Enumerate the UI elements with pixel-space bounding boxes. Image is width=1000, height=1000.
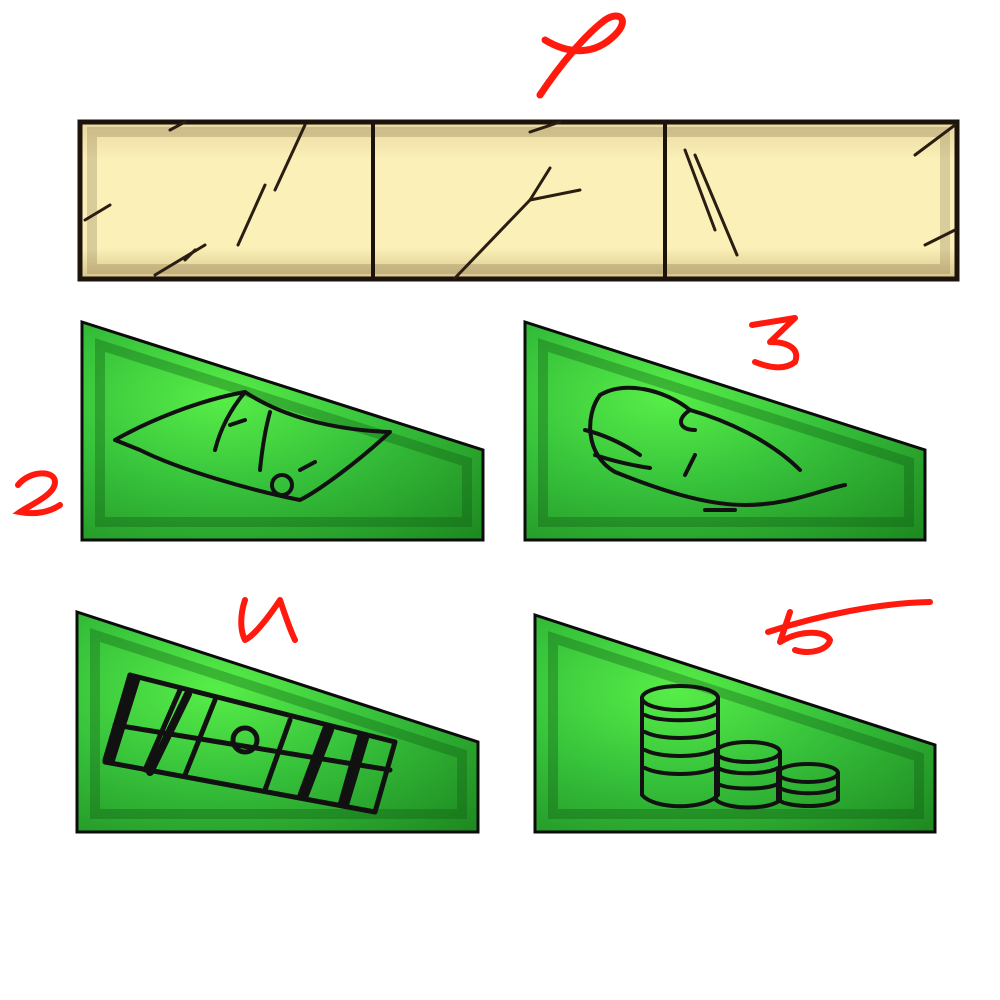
tile-coin-stacks xyxy=(533,612,937,834)
label-4 xyxy=(238,597,298,643)
tile-rolled-scroll xyxy=(523,319,927,542)
label-5 xyxy=(765,599,933,655)
label-2 xyxy=(12,470,63,517)
label-1 xyxy=(536,12,626,99)
stone-bar xyxy=(77,119,960,282)
label-3 xyxy=(749,315,800,371)
tile-field-grid xyxy=(75,609,480,834)
tile-paper-slip xyxy=(80,319,485,542)
